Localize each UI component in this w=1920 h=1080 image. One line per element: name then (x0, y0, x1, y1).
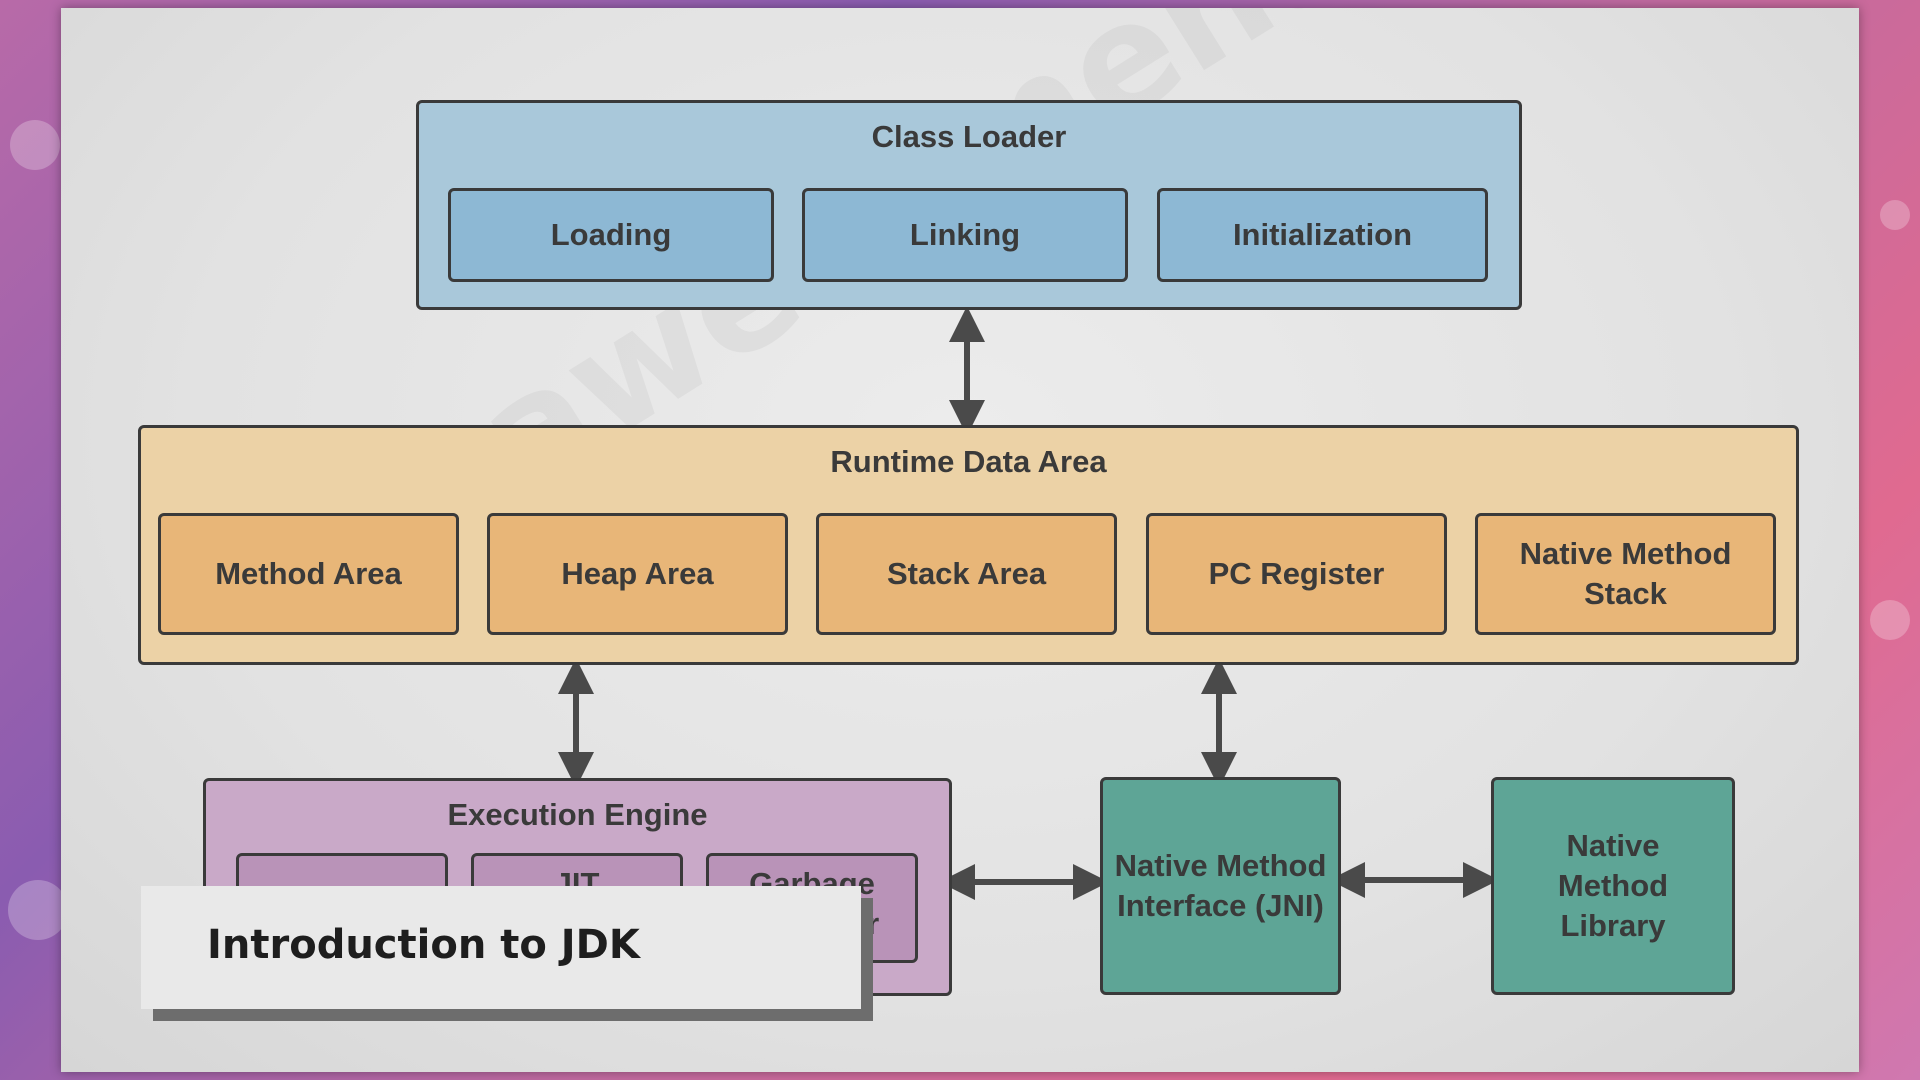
loading-box: Loading (448, 188, 774, 282)
caption-banner: Introduction to JDK (141, 886, 861, 1009)
caption-title: Introduction to JDK (207, 922, 640, 968)
heap-area-box: Heap Area (487, 513, 788, 635)
linking-box: Linking (802, 188, 1128, 282)
native-method-stack-box: Native Method Stack (1475, 513, 1776, 635)
class-loader-group: Class Loader Loading Linking Initializat… (416, 100, 1522, 310)
native-method-interface-box: Native Method Interface (JNI) (1100, 777, 1341, 995)
background-flower (1870, 600, 1910, 640)
background-flower (10, 120, 60, 170)
initialization-box: Initialization (1157, 188, 1488, 282)
execution-engine-title: Execution Engine (447, 797, 708, 832)
background-flower (1880, 200, 1910, 230)
runtime-data-area-group: Runtime Data Area Method Area Heap Area … (138, 425, 1799, 665)
class-loader-title: Class Loader (871, 119, 1067, 154)
stack-area-box: Stack Area (816, 513, 1117, 635)
background-flower (8, 880, 68, 940)
native-method-library-box: Native Method Library (1491, 777, 1735, 995)
method-area-box: Method Area (158, 513, 459, 635)
runtime-data-area-title: Runtime Data Area (830, 444, 1107, 479)
connector-arrows (558, 306, 1499, 900)
pc-register-box: PC Register (1146, 513, 1447, 635)
